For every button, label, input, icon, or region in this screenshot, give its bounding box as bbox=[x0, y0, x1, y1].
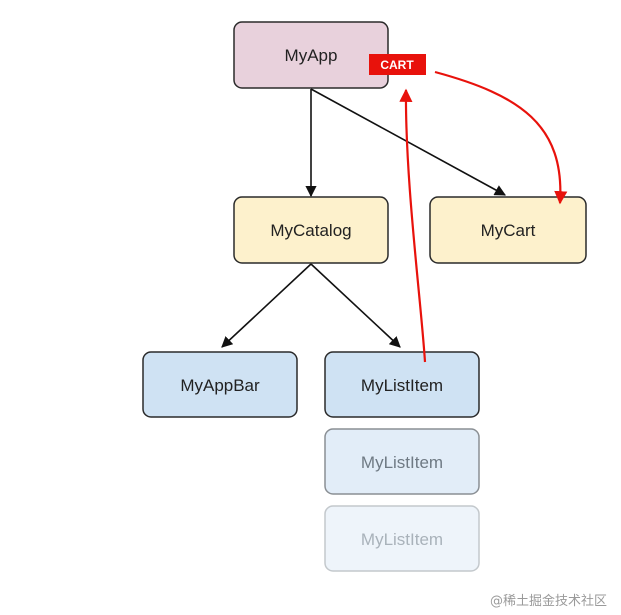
node-myapp-label: MyApp bbox=[285, 46, 338, 65]
watermark-text: @稀土掘金技术社区 bbox=[489, 594, 607, 609]
node-mylistitem-1-label: MyListItem bbox=[361, 376, 443, 395]
node-myapp: MyApp bbox=[233, 21, 389, 89]
flow-arrow-cart-to-mycart bbox=[434, 70, 568, 205]
node-mylistitem-3: MyListItem bbox=[324, 505, 480, 572]
edge-mycatalog-to-myappbar bbox=[221, 263, 312, 348]
node-mycatalog: MyCatalog bbox=[233, 196, 389, 264]
node-mycart: MyCart bbox=[429, 196, 587, 264]
node-mylistitem-2-label: MyListItem bbox=[361, 453, 443, 472]
node-myappbar: MyAppBar bbox=[142, 351, 298, 418]
node-mycart-label: MyCart bbox=[481, 221, 536, 240]
node-myappbar-label: MyAppBar bbox=[180, 376, 260, 395]
cart-tag-label: CART bbox=[380, 58, 414, 72]
cart-tag: CART bbox=[369, 54, 426, 75]
node-mylistitem-1: MyListItem bbox=[324, 351, 480, 418]
node-mylistitem-3-label: MyListItem bbox=[361, 530, 443, 549]
node-mycatalog-label: MyCatalog bbox=[270, 221, 351, 240]
flow-arrow-listitem-to-cart bbox=[399, 88, 427, 363]
node-mylistitem-2: MyListItem bbox=[324, 428, 480, 495]
edge-mycatalog-to-mylistitem bbox=[310, 263, 401, 348]
